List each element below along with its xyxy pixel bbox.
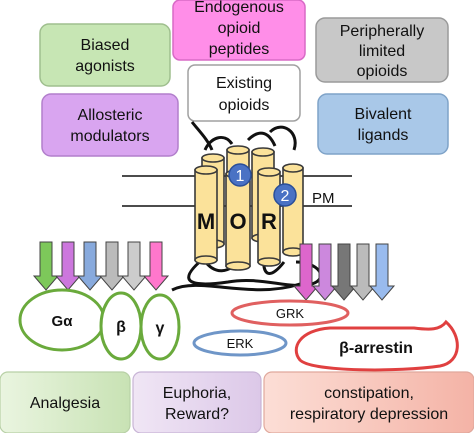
- grk-outline: [230, 299, 350, 327]
- outcome-analgesia: Analgesia: [0, 371, 131, 433]
- binding-site-2: 2: [273, 183, 297, 207]
- box-endogenous-peptides: Endogenous opioid peptides: [172, 0, 306, 61]
- left-arrow-4: [98, 241, 126, 291]
- endogenous-line3: peptides: [209, 41, 270, 58]
- box-existing-shape: [187, 64, 301, 122]
- endogenous-line1: Endogenous: [194, 0, 284, 16]
- receptor-letter-o: O: [229, 209, 246, 234]
- membrane-label: PM: [312, 190, 335, 207]
- outcome-constipation-line2: respiratory depression: [290, 406, 448, 423]
- bivalent-line2: ligands: [358, 127, 409, 144]
- left-arrow-1: [32, 241, 60, 291]
- existing-line2: opioids: [219, 97, 270, 114]
- outcome-euphoria-line1: Euphoria,: [163, 385, 232, 402]
- beta-arrestin-label: β-arrestin: [339, 340, 413, 357]
- left-arrow-3: [76, 241, 104, 291]
- beta-arrestin-outline: [294, 319, 459, 372]
- box-allosteric-modulators: Allosteric modulators: [41, 93, 179, 157]
- allosteric-line2: modulators: [70, 128, 149, 145]
- right-arrow-4: [349, 243, 377, 301]
- erk-label: ERK: [227, 336, 254, 351]
- binding-site-1-label: 1: [236, 168, 245, 185]
- g-beta-label: β: [116, 319, 126, 336]
- left-signaling-arrows: [32, 241, 170, 291]
- erk-outline: [192, 329, 288, 357]
- peripheral-line2: limited: [359, 43, 405, 60]
- outcome-constipation-line1: constipation,: [324, 385, 414, 402]
- right-arrow-3: [330, 243, 358, 301]
- effector-erk: ERK: [192, 329, 288, 357]
- right-signaling-arrows: [292, 243, 396, 301]
- receptor-helices: [194, 145, 304, 271]
- binding-site-1: 1: [228, 163, 252, 187]
- left-arrow-5: [120, 241, 148, 291]
- peripheral-line1: Peripherally: [340, 23, 424, 40]
- box-biased-agonists-shape: [39, 23, 171, 87]
- peripheral-line3: opioids: [357, 63, 408, 80]
- grk-label: GRK: [276, 306, 305, 321]
- g-gamma-subunit: [139, 293, 181, 361]
- g-protein: Gα β γ: [18, 288, 181, 361]
- allosteric-line1: Allosteric: [78, 107, 143, 124]
- biased-agonists-line1: Biased: [81, 37, 130, 54]
- binding-site-2-label: 2: [281, 188, 290, 205]
- helix-7: [282, 163, 304, 257]
- right-arrow-5: [368, 243, 396, 301]
- outcome-analgesia-label: Analgesia: [30, 395, 100, 412]
- helix-5: [225, 169, 251, 271]
- outcome-analgesia-shape: [0, 371, 131, 433]
- g-gamma-label: γ: [156, 320, 165, 337]
- box-peripheral-shape: [315, 17, 449, 83]
- bivalent-line1: Bivalent: [355, 106, 412, 123]
- outcome-constipation-shape: [263, 371, 474, 433]
- endogenous-line2: opioid: [218, 20, 261, 37]
- outcome-euphoria-line2: Reward?: [165, 406, 229, 423]
- receptor-extracellular-loops: [190, 121, 297, 151]
- existing-line1: Existing: [216, 75, 272, 92]
- effector-beta-arrestin: β-arrestin: [294, 319, 459, 372]
- effector-grk: GRK: [230, 299, 350, 327]
- receptor-letter-m: M: [197, 209, 215, 234]
- box-bivalent-shape: [317, 93, 449, 155]
- receptor-letter-r: R: [261, 209, 277, 234]
- biased-agonists-line2: agonists: [75, 58, 135, 75]
- receptor-intracellular-loops: [171, 253, 323, 292]
- right-arrow-2: [311, 243, 339, 301]
- helix-4: [194, 165, 218, 265]
- left-arrow-2: [54, 241, 82, 291]
- box-endogenous-shape: [172, 0, 306, 61]
- box-existing-opioids: Existing opioids: [187, 64, 301, 122]
- outcome-euphoria-shape: [132, 371, 262, 433]
- box-peripherally-limited: Peripherally limited opioids: [315, 17, 449, 83]
- box-bivalent-ligands: Bivalent ligands: [317, 93, 449, 155]
- box-allosteric-shape: [41, 93, 179, 157]
- outcome-euphoria: Euphoria, Reward?: [132, 371, 262, 433]
- right-arrow-1: [292, 243, 320, 301]
- outcome-constipation: constipation, respiratory depression: [263, 371, 474, 433]
- g-alpha-label: Gα: [52, 313, 74, 330]
- left-arrow-6: [142, 241, 170, 291]
- box-biased-agonists: Biased agonists: [39, 23, 171, 87]
